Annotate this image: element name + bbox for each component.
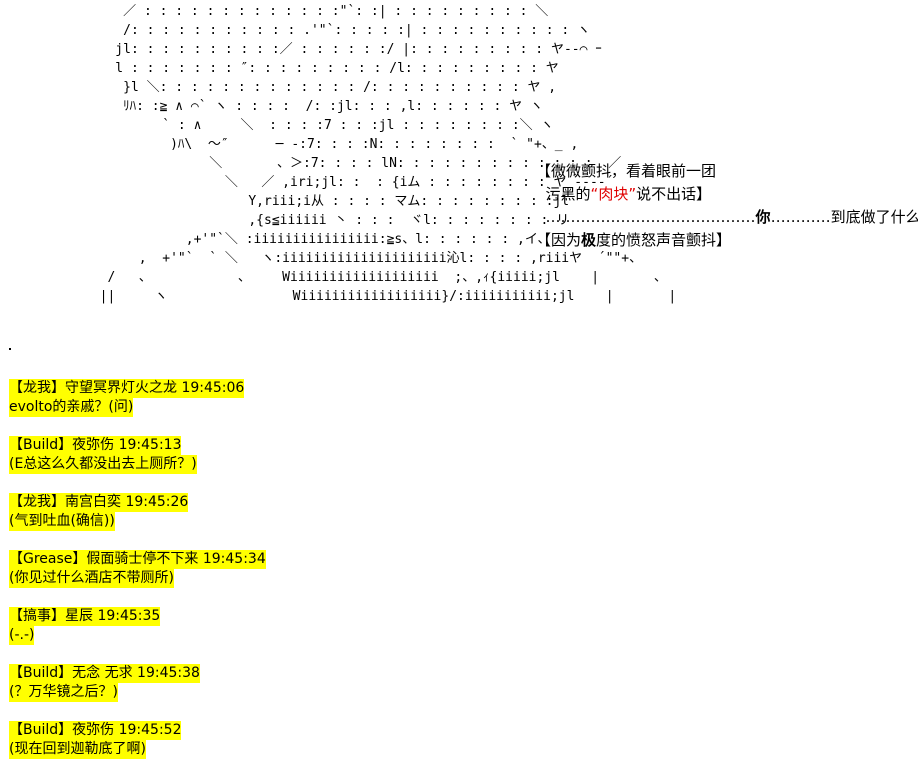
narration-line-2-pre: 污黑的 <box>536 185 591 203</box>
chat-message: 【龙我】南宫白奕 19:45:26 (气到吐血(确信)) <box>9 491 909 531</box>
narration-line-4-bold: 极 <box>581 231 597 249</box>
ascii-art-line: ` : ∧ ＼ : : : :7 : : :jl : : : : : : : :… <box>84 118 554 133</box>
ascii-art-line: )ﾊ\ ～″ ─ -:7: : : :N: : : : : : : : ` "+… <box>84 137 579 152</box>
message-body: (？万华镜之后？) <box>9 683 118 702</box>
chat-message: 【Build】夜弥伤 19:45:52 (现在回到迦勒底了啊) <box>9 719 909 759</box>
narration-line-3-dots2: ………… <box>770 208 831 226</box>
message-body: evolto的亲戚？(问) <box>9 398 134 417</box>
stray-dot <box>9 348 11 350</box>
narration-line-2-red: “肉块” <box>590 185 637 203</box>
ascii-art-line: }l ＼: : : : : : : : : : : : : /: : : : :… <box>84 80 557 95</box>
narration-line-2-post: 说不出话】 <box>636 185 712 203</box>
ascii-art-line: jl: : : : : : : : : :／ : : : : : :/ |: :… <box>84 42 602 57</box>
narration-box: 【微微颤抖，看着眼前一团 污黑的“肉块”说不出话】 ……………………………………… <box>536 160 918 252</box>
narration-line-3-dots1: …………………………………… <box>536 208 756 226</box>
message-header: 【Build】夜弥伤 19:45:52 <box>9 721 182 740</box>
chat-message: 【龙我】守望冥界灯火之龙 19:45:06 evolto的亲戚？(问) <box>9 377 909 417</box>
ascii-art-line: ﾘﾊ: :≧ ∧ ⌒` ヽ : : : : /: :jl: : : ,l: : … <box>84 99 543 114</box>
ascii-art-line: /: : : : : : : : : : : .'"`: : : : :| : … <box>84 23 591 38</box>
ascii-art-line: || ヽ Wiiiiiiiiiiiiiiiiii}/:iiiiiiiiiii;j… <box>84 289 677 304</box>
ascii-art-line: ,+'"`＼ :iiiiiiiiiiiiiiii:≧s、l: : : : : :… <box>84 232 551 247</box>
ascii-art-line: ＼ ／ ,iri;jl: : : {iム : : : : : : : : ヤ ‐… <box>84 175 614 190</box>
message-header: 【龙我】南宫白奕 19:45:26 <box>9 493 189 512</box>
chat-log: 【龙我】守望冥界灯火之龙 19:45:06 evolto的亲戚？(问) 【Bui… <box>9 377 909 776</box>
ascii-art-line: l : : : : : : : ″: : : : : : : : : /l: :… <box>84 61 559 76</box>
message-header: 【龙我】守望冥界灯火之龙 19:45:06 <box>9 379 245 398</box>
narration-line-4-post: 度的愤怒声音颤抖】 <box>596 231 732 249</box>
message-header: 【Grease】假面骑士停不下来 19:45:34 <box>9 550 266 569</box>
ascii-art: ／ : : : : : : : : : : : : :"`: :| : : : … <box>84 2 684 352</box>
narration-line-3-bold: 你 <box>755 208 771 226</box>
chat-message: 【搞事】星辰 19:45:35 (-.-) <box>9 605 909 645</box>
message-body: (气到吐血(确信)) <box>9 512 115 531</box>
narration-line-3-post: 到底做了什么？！ <box>830 208 918 226</box>
ascii-art-line: ＼ 、＞:7: : : : lN: : : : : : : : : : : : … <box>84 156 622 171</box>
message-body: (E总这么久都没出去上厕所？) <box>9 455 197 474</box>
narration-line-4-pre: 【因为 <box>536 231 582 249</box>
ascii-art-line: ,{s≦iiiiii 丶 : : : ヾl: : : : : : : : リ <box>84 213 570 228</box>
message-header: 【搞事】星辰 19:45:35 <box>9 607 161 626</box>
message-body: (现在回到迦勒底了啊) <box>9 740 146 759</box>
ascii-art-line: / 、 、 Wiiiiiiiiiiiiiiiiiii ;、,ｨ{iiiii;jl… <box>84 270 667 285</box>
message-body: (你见过什么酒店不带厕所) <box>9 569 174 588</box>
chat-message: 【Build】无念 无求 19:45:38 (？万华镜之后？) <box>9 662 909 702</box>
ascii-art-line: , +'"` ` ＼ ヽ:iiiiiiiiiiiiiiiiiiiii沁l: : … <box>84 251 643 266</box>
narration-line-1: 【微微颤抖，看着眼前一团 <box>536 162 717 180</box>
chat-message: 【Grease】假面骑士停不下来 19:45:34 (你见过什么酒店不带厕所) <box>9 548 909 588</box>
ascii-art-line: ／ : : : : : : : : : : : : :"`: :| : : : … <box>84 4 549 19</box>
message-body: (-.-) <box>9 626 35 645</box>
message-header: 【Build】无念 无求 19:45:38 <box>9 664 200 683</box>
chat-message: 【Build】夜弥伤 19:45:13 (E总这么久都没出去上厕所？) <box>9 434 909 474</box>
message-header: 【Build】夜弥伤 19:45:13 <box>9 436 182 455</box>
ascii-art-line: Y,riii;i从 : : : : マム: : : : : : : : :jl <box>84 194 570 209</box>
